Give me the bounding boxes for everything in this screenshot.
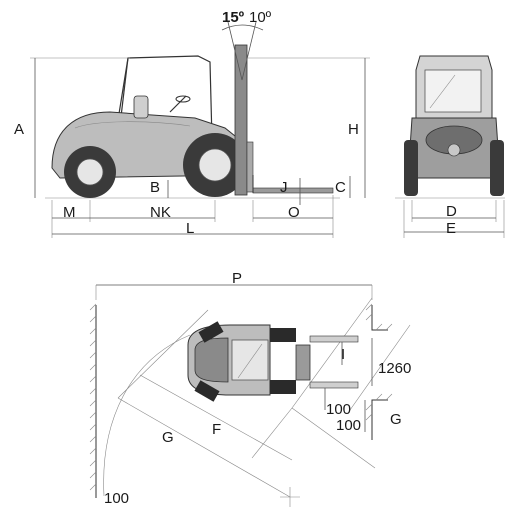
aisle-line-6 (291, 407, 376, 469)
M-label: M (63, 204, 76, 221)
operator-seat (133, 95, 149, 119)
right-wall-lower (371, 399, 388, 440)
front-left-wheel-top (270, 328, 296, 342)
tilt-forward-line (241, 21, 257, 81)
G-left-label: G (162, 429, 174, 446)
front-emblem-icon (447, 143, 461, 157)
mast (234, 44, 248, 196)
mast-top (295, 344, 311, 381)
turning-arc (103, 334, 191, 497)
tilt-back-label: 15º (222, 9, 245, 26)
rear-rim (76, 158, 104, 186)
radius-100-label: 100 (104, 490, 129, 507)
front-rim (198, 148, 232, 182)
windscreen-reflection (429, 74, 456, 109)
G-right-label: G (390, 411, 402, 428)
aisle-line-2 (117, 397, 291, 498)
front-right-wheel (490, 140, 504, 196)
carriage (246, 141, 254, 193)
right-wall-hatch-lower (365, 393, 393, 421)
cab-frame (117, 55, 213, 141)
front-windscreen (424, 69, 482, 113)
steering-wheel-icon (175, 95, 191, 103)
C-label: C (335, 179, 346, 196)
width-1260-label: 1260 (378, 360, 411, 377)
I-label: I (341, 346, 345, 363)
body-line-detail (74, 121, 191, 129)
rear-left-wheel-top (198, 321, 224, 343)
front-right-wheel-top (270, 380, 296, 394)
D-label: D (446, 203, 457, 220)
B-label: B (150, 179, 160, 196)
E-label: E (446, 220, 456, 237)
F-label: F (212, 421, 221, 438)
tilt-arc (221, 24, 264, 31)
front-left-wheel (404, 140, 418, 196)
aisle-line-4 (291, 297, 373, 409)
fork-tine (252, 187, 334, 194)
right-wall-upper (371, 305, 388, 331)
H-label: H (348, 121, 359, 138)
right-wall-hatch-upper (365, 303, 393, 331)
fork-left-top (309, 335, 359, 343)
aisle-line-1 (117, 309, 209, 399)
aisle-line-5 (251, 407, 293, 459)
steering-column (169, 95, 187, 113)
vehicle-top-cab (231, 339, 269, 381)
rear-right-wheel-top (194, 380, 220, 402)
L-label: L (186, 220, 194, 237)
side-view: 15º 10º A H B J C M NK O L (14, 9, 370, 238)
aisle-line-7 (349, 324, 411, 411)
left-wall-hatch (89, 303, 97, 491)
J-label: J (280, 179, 288, 196)
NK-label: NK (150, 204, 171, 221)
tilt-back-line (227, 21, 243, 81)
clear-100-b-label: 100 (336, 417, 361, 434)
aisle-line-3 (139, 374, 293, 461)
clear-100-a-label: 100 (326, 401, 351, 418)
A-label: A (14, 121, 24, 138)
top-view: P 100 (89, 270, 411, 507)
cab-roof-hatch (237, 343, 263, 379)
fork-right-top (309, 381, 359, 389)
vehicle-top-hood (194, 337, 229, 383)
front-view: D E (395, 55, 505, 238)
O-label: O (288, 204, 300, 221)
P-label: P (232, 270, 242, 287)
tilt-forward-label: 10º (249, 9, 272, 26)
